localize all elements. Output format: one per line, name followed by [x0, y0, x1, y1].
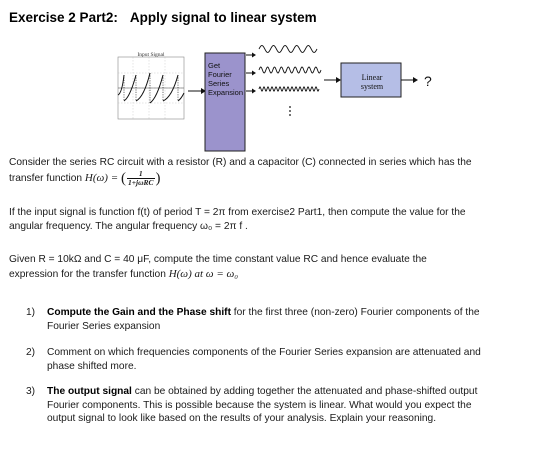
transfer-function-prefix: transfer function: [9, 173, 83, 185]
given-values-line-2-text: expression for the transfer function: [9, 269, 166, 280]
given-values-line-2-math: H(ω) at ω = ω₀: [168, 268, 239, 280]
linear-system-line: system: [360, 82, 384, 91]
period-line-1: If the input signal is function f(t) of …: [9, 207, 466, 218]
more-components-ellipsis: [289, 106, 291, 116]
task-number: 1): [26, 307, 36, 318]
task-text: Fourier Series expansion: [47, 320, 161, 332]
arrow-to-output: [401, 77, 418, 83]
exercise-topic: Apply signal to linear system: [129, 10, 317, 25]
rc-circuit-paragraph: Consider the series RC circuit with a re…: [9, 156, 543, 187]
task-body: The output signal can be obtained by add…: [47, 385, 539, 426]
fourier-output-arrows: [246, 52, 256, 94]
task-bold-text: The output signal: [47, 386, 132, 397]
exercise-heading: Exercise 2 Part2: Apply signal to linear …: [9, 10, 317, 25]
open-paren: (: [120, 170, 126, 187]
given-values-line-1: Given R = 10kΩ and C = 40 μF, compute th…: [9, 254, 427, 265]
arrow-to-fourier-box: [188, 88, 206, 94]
fourier-box-line: Get: [208, 61, 221, 70]
period-line-2: angular frequency. The angular frequency…: [9, 221, 248, 232]
task-text: output signal to look like based on the …: [47, 413, 437, 424]
fourier-component-waves: [258, 45, 322, 92]
input-signal-plot-title: Input Signal: [137, 52, 165, 58]
close-paren: ): [155, 170, 161, 187]
task-text: can be obtained by adding together the a…: [131, 386, 478, 397]
period-paragraph: If the input signal is function f(t) of …: [9, 206, 543, 234]
signal-flow-diagram: Input Signal Get Fourier Series Expansio…: [0, 35, 552, 155]
task-text: for the first three (non-zero) Fourier c…: [230, 307, 480, 318]
linear-system-label: Linear system: [336, 73, 408, 91]
fraction-denominator: 1+jωRC: [127, 178, 154, 187]
fraction-numerator: 1: [126, 170, 155, 179]
given-values-paragraph: Given R = 10kΩ and C = 40 μF, compute th…: [9, 253, 543, 282]
arrow-to-linear-system: [324, 77, 341, 83]
task-text: Fourier components. This is possible bec…: [47, 399, 472, 411]
exercise-part-label: Exercise 2 Part2:: [9, 10, 118, 25]
linear-system-line: Linear: [361, 73, 383, 82]
transfer-function-lhs: H(ω) =: [84, 172, 119, 185]
task-bold-text: Compute the Gain and the Phase shift: [47, 307, 231, 318]
task-number: 2): [26, 347, 36, 358]
task-number: 3): [26, 386, 36, 397]
given-values-line-2: expression for the transfer function H(ω…: [9, 267, 543, 282]
fourier-expansion-box: [204, 52, 246, 152]
fourier-box-label: Get Fourier Series Expansion: [208, 61, 246, 97]
rc-circuit-text: Consider the series RC circuit with a re…: [9, 157, 472, 168]
task-body: Compute the Gain and the Phase shift for…: [47, 306, 539, 333]
fourier-box-line: Series: [208, 79, 230, 88]
task-body: Comment on which frequencies components …: [47, 346, 539, 373]
linear-system-box: [340, 62, 402, 98]
task-text: phase shifted more.: [47, 360, 137, 372]
input-signal-plot: [117, 56, 185, 120]
fourier-box-line: Expansion: [208, 88, 244, 97]
task-text: Comment on which frequencies components …: [47, 347, 481, 358]
fourier-box-line: Fourier: [208, 70, 232, 79]
unknown-output-symbol: ?: [424, 73, 432, 89]
diagram-graphics: [117, 45, 418, 152]
